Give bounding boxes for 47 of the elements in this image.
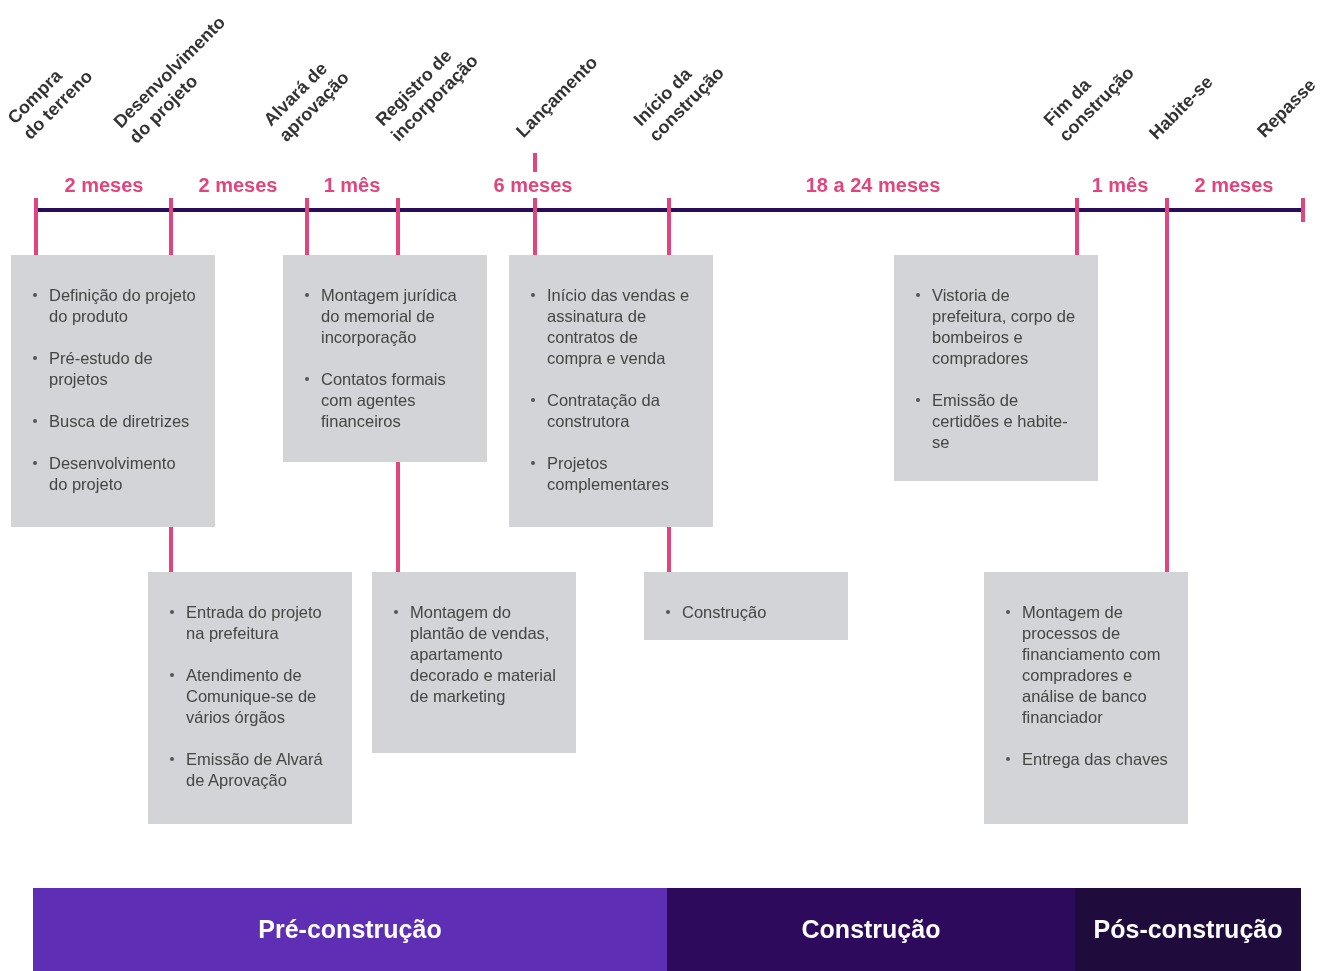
duration-label: 18 a 24 meses [805, 174, 941, 197]
bullet-item: Montagem do plantão de vendas, apartamento decorado e material de marketing [410, 602, 557, 707]
connector-line [305, 210, 309, 255]
task-card [894, 255, 1098, 481]
connector-line [533, 210, 537, 255]
bullet-item: Atendimento de Comunique-se de vários órgãos [186, 665, 318, 728]
task-card [148, 572, 352, 824]
connector-line [169, 210, 173, 255]
duration-label: 1 mês [323, 174, 381, 197]
bullet-item: Construção [682, 602, 768, 623]
duration-label: 1 mês [1091, 174, 1149, 197]
bullet-item: Montagem de processos de financiamento com compradores e análise de banco financiador [1022, 602, 1162, 728]
task-card [984, 572, 1188, 824]
duration-label: 2 meses [64, 174, 144, 197]
connector-line [396, 210, 400, 255]
task-card [11, 255, 215, 527]
bullet-item: Contratação da construtora [547, 390, 661, 432]
bullet-item: Montagem jurídica do memorial de incorporação [321, 285, 458, 348]
task-card [283, 255, 487, 462]
connector-line [667, 210, 671, 255]
bullet-item: Vistoria de prefeitura, corpo de bombeiros e compradores [932, 285, 1077, 369]
bullet-item: Desenvolvimento do projeto [49, 453, 177, 495]
duration-label: 2 meses [1194, 174, 1274, 197]
duration-label: 6 meses [493, 174, 573, 197]
task-card [372, 572, 576, 753]
bullet-item: Pré-estudo de projetos [49, 348, 154, 390]
connector-line [1165, 210, 1169, 572]
task-card [644, 572, 848, 640]
task-card [509, 255, 713, 527]
connector-line [667, 527, 671, 572]
bullet-item: Emissão de Alvará de Aprovação [186, 749, 324, 791]
bullet-item: Contatos formais com agentes financeiros [321, 369, 447, 432]
phase-bar: Construção [667, 888, 1075, 971]
bullet-item: Entrega das chaves [1022, 749, 1169, 770]
bullet-item: Projetos complementares [547, 453, 670, 495]
bullet-item: Entrada do projeto na prefeitura [186, 602, 323, 644]
connector-line [396, 462, 400, 572]
duration-label: 2 meses [198, 174, 278, 197]
connector-line [34, 210, 38, 255]
bullet-item: Definição do projeto do produto [49, 285, 197, 327]
bullet-item: Início das vendas e assinatura de contratos de compra e venda [547, 285, 691, 369]
connector-line [169, 527, 173, 572]
bullet-item: Busca de diretrizes [49, 411, 191, 432]
phase-bar: Pré-construção [33, 888, 667, 971]
connector-line [1075, 210, 1079, 255]
phase-bar: Pós-construção [1075, 888, 1301, 971]
bullet-item: Emissão de certidões e habite-se [932, 390, 1069, 453]
